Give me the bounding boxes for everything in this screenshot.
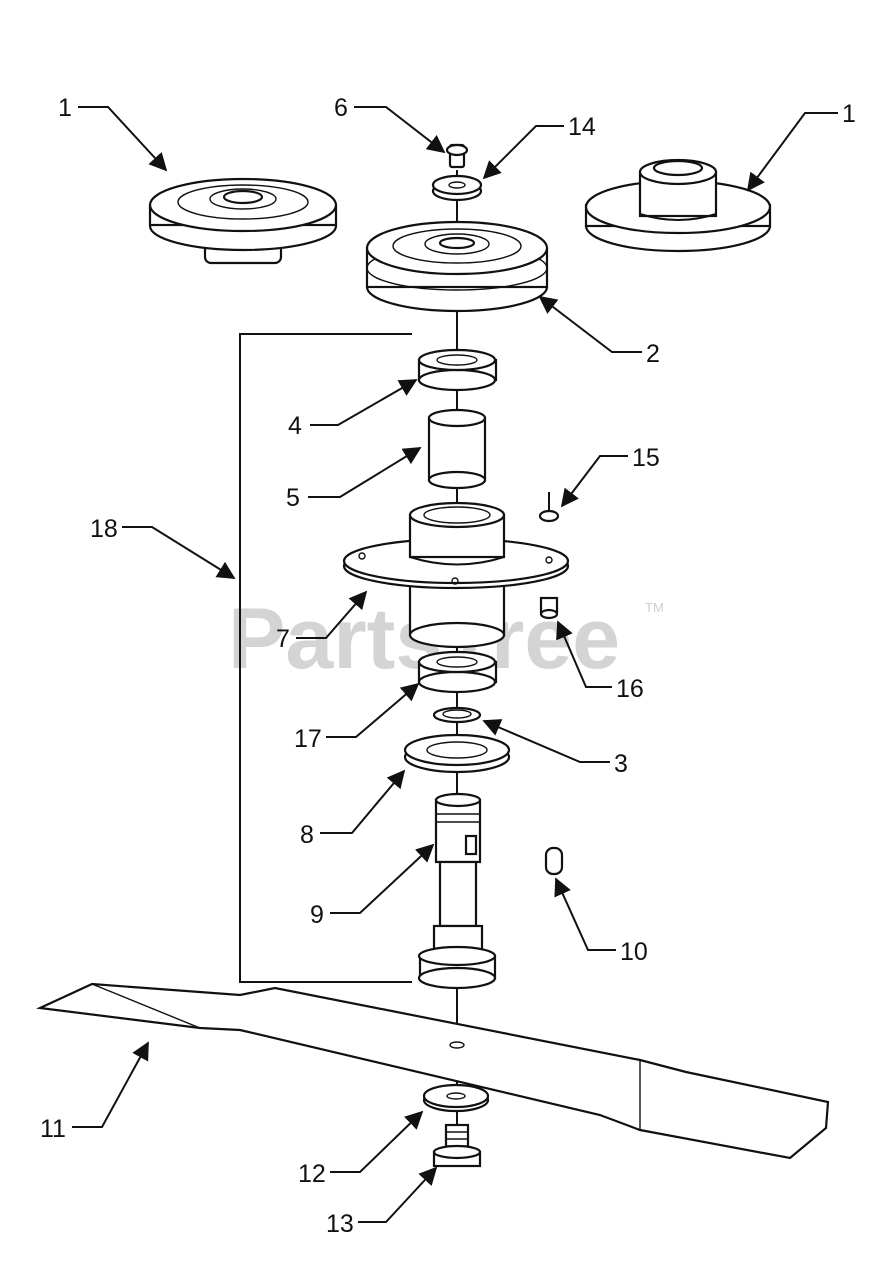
callout-bearing-cup[interactable]: 8 [300,821,314,849]
callout-top-washer[interactable]: 14 [568,113,596,141]
top-nut[interactable] [445,143,469,169]
callout-spindle-shaft[interactable]: 9 [310,901,324,929]
leader-lines [72,106,838,1223]
key[interactable] [544,846,564,876]
callout-left-pulley[interactable]: 1 [58,94,72,122]
callout-retaining-ring[interactable]: 3 [614,750,628,778]
lower-bearing[interactable] [417,650,498,694]
callout-key[interactable]: 10 [620,938,648,966]
zerk-fitting[interactable] [538,492,560,523]
assembly-bracket [239,333,412,983]
callout-labels: 1 1 2 3 4 5 6 7 8 9 10 11 12 13 14 15 16… [40,94,856,1238]
blade-bolt[interactable] [432,1123,482,1168]
retaining-ring[interactable] [432,706,482,724]
blade-washer[interactable] [422,1083,490,1113]
callout-blade-washer[interactable]: 12 [298,1160,326,1188]
spindle-shaft[interactable] [417,792,497,990]
callout-blade-bolt[interactable]: 13 [326,1210,354,1238]
callout-lower-bearing[interactable]: 17 [294,725,322,753]
right-pulley[interactable] [584,158,772,253]
callout-spindle-assembly[interactable]: 18 [90,515,118,543]
callout-housing-screw[interactable]: 16 [616,675,644,703]
callout-right-pulley[interactable]: 1 [842,100,856,128]
spindle-pulley[interactable] [365,220,549,313]
bearing-cup[interactable] [403,733,511,774]
spindle-housing[interactable] [342,501,570,649]
callout-upper-bearing[interactable]: 4 [288,412,302,440]
housing-screw[interactable] [539,596,559,620]
callout-spacer[interactable]: 5 [286,484,300,512]
blade[interactable] [36,982,830,1160]
callout-top-nut[interactable]: 6 [334,94,348,122]
callout-spindle-housing[interactable]: 7 [276,625,290,653]
callout-spindle-pulley[interactable]: 2 [646,340,660,368]
callout-zerk-fitting[interactable]: 15 [632,444,660,472]
spacer[interactable] [427,408,487,490]
left-pulley[interactable] [148,177,338,265]
watermark-trademark: TM [645,600,664,615]
upper-bearing[interactable] [417,348,498,392]
top-washer[interactable] [431,174,483,202]
callout-blade[interactable]: 11 [40,1115,66,1143]
